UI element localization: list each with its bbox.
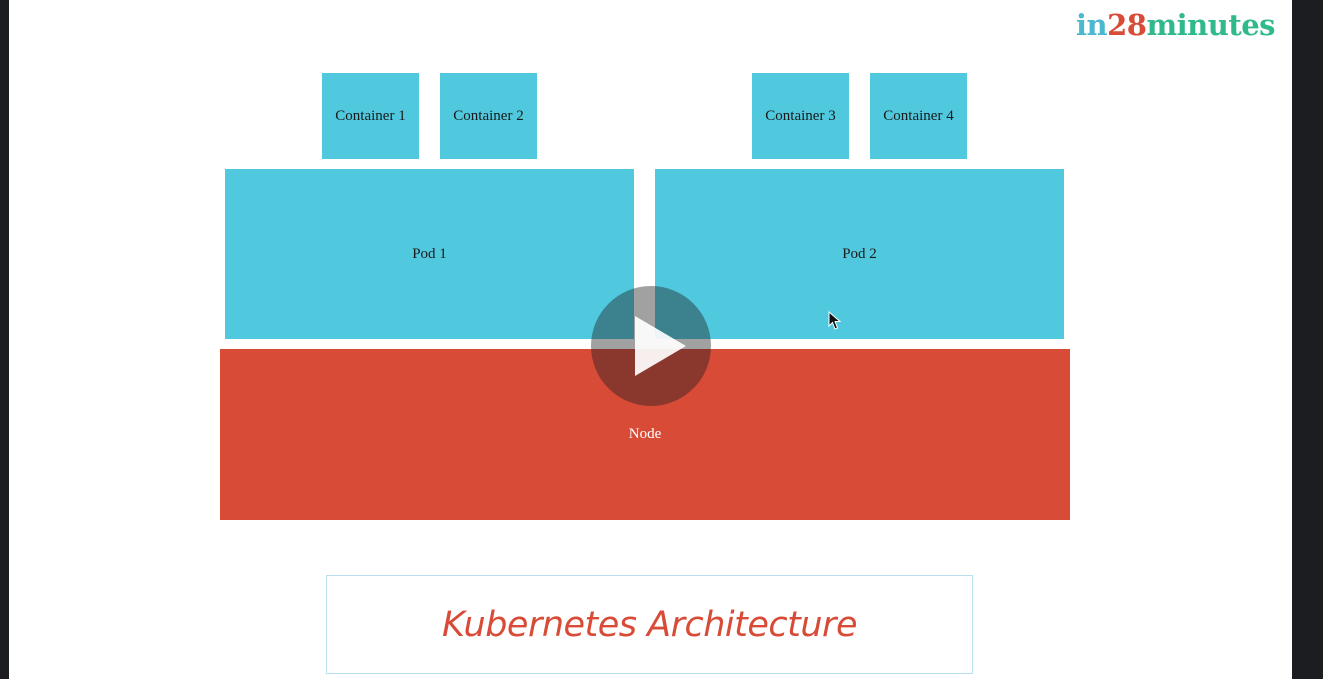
container-3-label: Container 3: [765, 107, 836, 124]
slide-title-box: Kubernetes Architecture: [326, 575, 973, 674]
container-2-label: Container 2: [453, 107, 524, 124]
container-4-box: Container 4: [870, 73, 967, 159]
node-label: Node: [628, 426, 662, 442]
slide-title: Kubernetes Architecture: [442, 604, 857, 645]
logo-part-minutes: minutes: [1146, 8, 1276, 42]
in28minutes-logo: in28minutes: [1076, 8, 1276, 42]
container-1-label: Container 1: [335, 107, 406, 124]
pod-1-label: Pod 1: [412, 245, 447, 262]
right-frame-border: [1292, 0, 1323, 679]
left-frame-border: [0, 0, 9, 679]
pod-2-label: Pod 2: [842, 245, 877, 262]
mouse-pointer-icon: [828, 311, 842, 330]
container-1-box: Container 1: [322, 73, 419, 159]
pod-2-box: Pod 2: [655, 169, 1064, 339]
logo-part-28: 28: [1107, 8, 1147, 42]
pod-1-box: Pod 1: [225, 169, 634, 339]
container-2-box: Container 2: [440, 73, 537, 159]
logo-part-in: in: [1076, 8, 1108, 42]
node-box: Node: [220, 349, 1070, 520]
container-3-box: Container 3: [752, 73, 849, 159]
play-icon: [635, 316, 686, 376]
video-slide: in28minutes Container 1 Container 2 Cont…: [9, 0, 1292, 679]
container-4-label: Container 4: [883, 107, 954, 124]
play-button[interactable]: [591, 286, 711, 406]
